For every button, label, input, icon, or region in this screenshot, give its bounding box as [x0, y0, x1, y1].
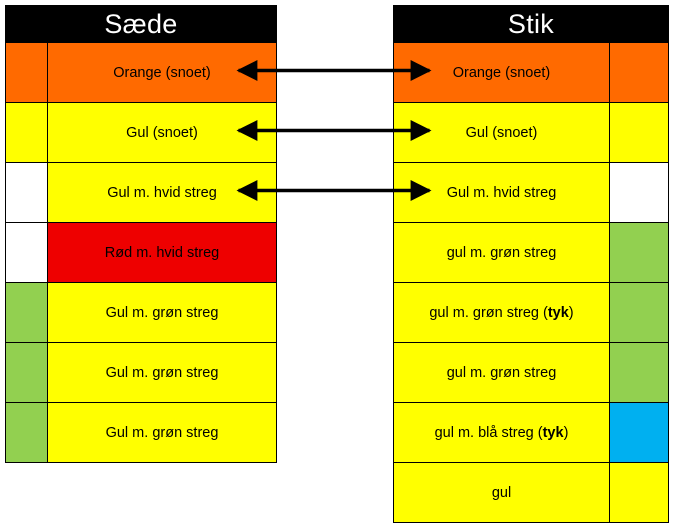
- color-swatch: [5, 102, 48, 163]
- color-swatch: [5, 342, 48, 403]
- wire-label: Gul m. hvid streg: [393, 162, 610, 223]
- color-swatch: [609, 342, 669, 403]
- color-swatch: [609, 462, 669, 523]
- color-swatch: [5, 222, 48, 283]
- table-row: gul m. grøn streg: [393, 222, 669, 283]
- table-row: gul m. grøn streg (tyk): [393, 282, 669, 343]
- color-swatch: [609, 102, 669, 163]
- color-swatch: [609, 162, 669, 223]
- wire-label: gul m. grøn streg (tyk): [393, 282, 610, 343]
- table-row: gul: [393, 462, 669, 523]
- table-row: Orange (snoet): [5, 42, 277, 103]
- color-swatch: [609, 402, 669, 463]
- wire-label-text: gul m. blå streg: [434, 424, 534, 441]
- table-row: Gul m. hvid streg: [393, 162, 669, 223]
- wire-label: gul m. blå streg (tyk): [393, 402, 610, 463]
- wire-label: Gul (snoet): [47, 102, 277, 163]
- color-swatch: [5, 402, 48, 463]
- table-row: gul m. blå streg (tyk): [393, 402, 669, 463]
- table-row: gul m. grøn streg: [393, 342, 669, 403]
- table-row: Gul (snoet): [393, 102, 669, 163]
- color-swatch: [5, 42, 48, 103]
- plug-table: Stik Orange (snoet) Gul (snoet) Gul m. h…: [393, 5, 669, 523]
- wire-label: Gul (snoet): [393, 102, 610, 163]
- table-row: Gul (snoet): [5, 102, 277, 163]
- table-row: Gul m. grøn streg: [5, 282, 277, 343]
- wire-label: Orange (snoet): [47, 42, 277, 103]
- wire-label: gul m. grøn streg: [393, 342, 610, 403]
- color-swatch: [609, 282, 669, 343]
- wire-label: Gul m. grøn streg: [47, 342, 277, 403]
- table-row: Gul m. hvid streg: [5, 162, 277, 223]
- wire-label-bold: tyk: [547, 304, 569, 321]
- wire-label: Orange (snoet): [393, 42, 610, 103]
- wire-label: gul: [393, 462, 610, 523]
- table-row: Gul m. grøn streg: [5, 402, 277, 463]
- wire-label-bold: tyk: [542, 424, 564, 441]
- plug-table-title: Stik: [393, 5, 669, 43]
- color-swatch: [5, 282, 48, 343]
- color-swatch: [609, 42, 669, 103]
- table-row: Orange (snoet): [393, 42, 669, 103]
- wire-label: Gul m. grøn streg: [47, 402, 277, 463]
- table-row: Rød m. hvid streg: [5, 222, 277, 283]
- table-row: Gul m. grøn streg: [5, 342, 277, 403]
- wire-label-text: gul m. grøn streg: [429, 304, 539, 321]
- wire-label: Gul m. hvid streg: [47, 162, 277, 223]
- color-swatch: [5, 162, 48, 223]
- wire-label: Gul m. grøn streg: [47, 282, 277, 343]
- color-swatch: [609, 222, 669, 283]
- seat-table-title: Sæde: [5, 5, 277, 43]
- wire-label: gul m. grøn streg: [393, 222, 610, 283]
- wire-label: Rød m. hvid streg: [47, 222, 277, 283]
- seat-table: Sæde Orange (snoet) Gul (snoet) Gul m. h…: [5, 5, 277, 463]
